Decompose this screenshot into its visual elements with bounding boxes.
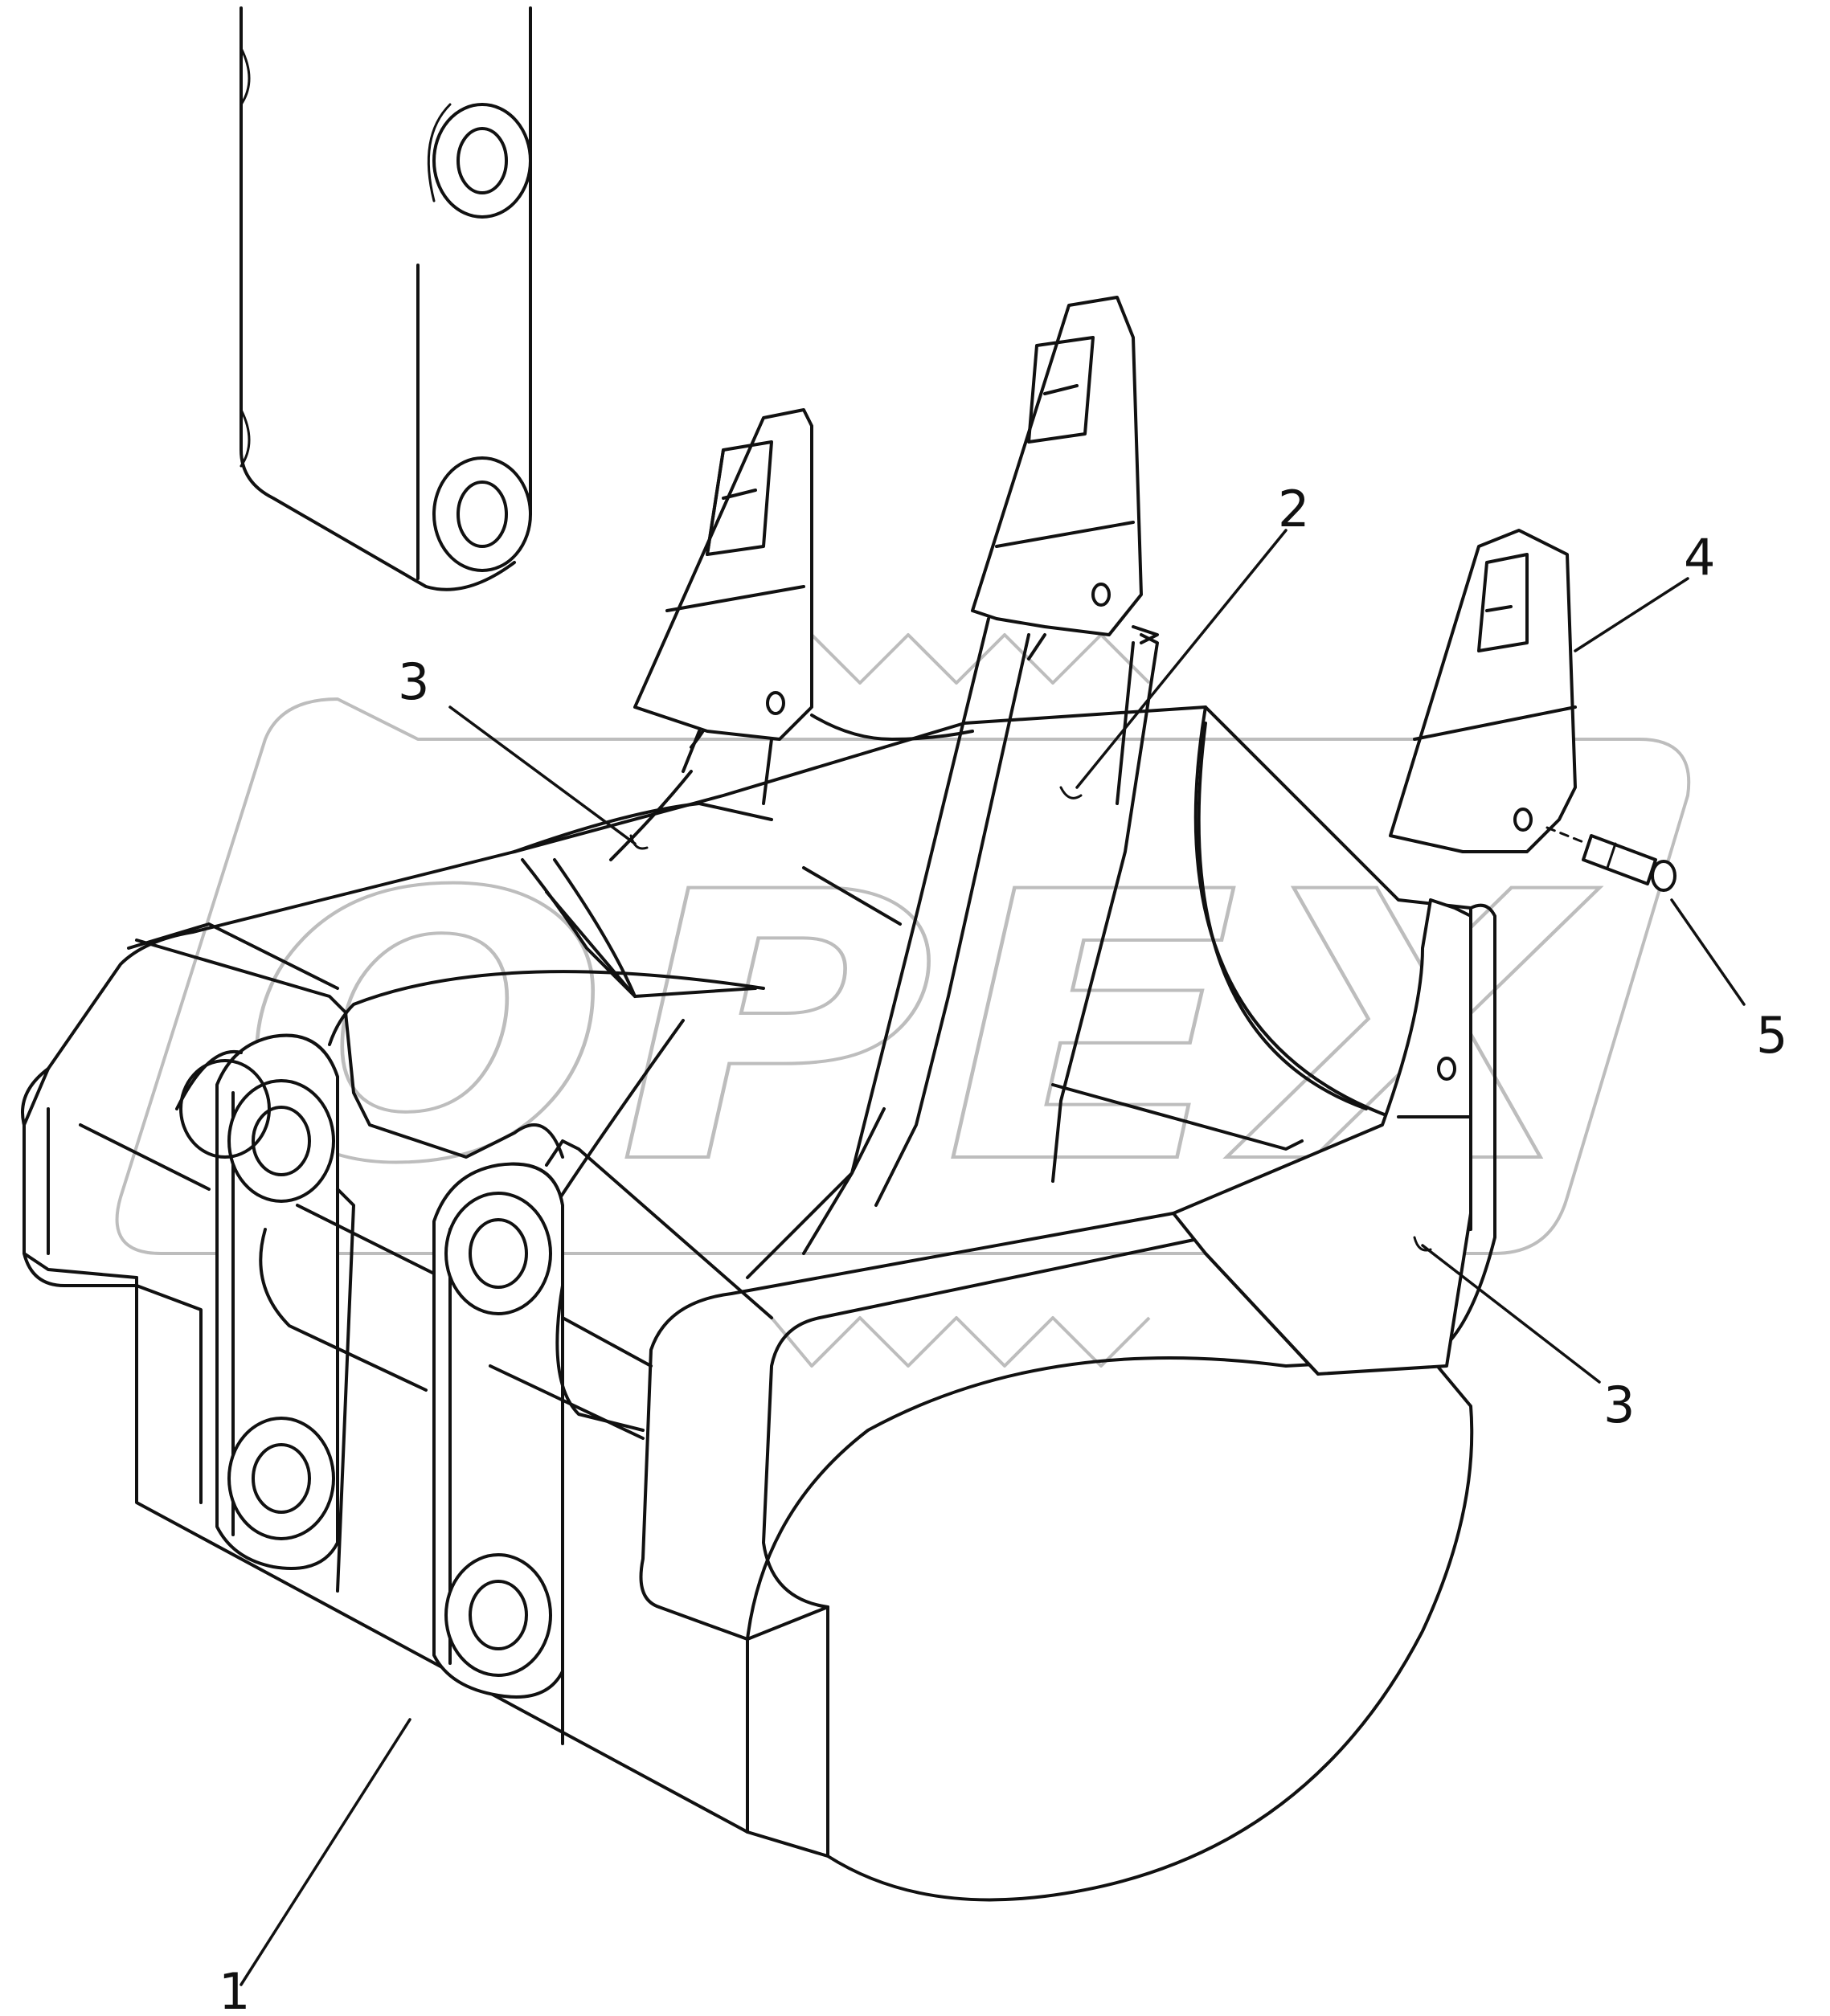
callout-3b: 3 <box>1603 1376 1635 1434</box>
leader-2 <box>1075 529 1288 789</box>
leader-3a <box>448 705 637 845</box>
bucket <box>21 697 1496 1902</box>
callout-4: 4 <box>1684 528 1715 587</box>
callout-2: 2 <box>1278 480 1309 538</box>
callout-1: 1 <box>219 1962 250 2016</box>
bucket-brackets <box>23 922 773 1745</box>
leader-1 <box>239 1718 411 1986</box>
arm-link <box>239 6 532 591</box>
leader-3b <box>1421 1244 1601 1384</box>
leader-4 <box>1574 577 1689 652</box>
callout-5: 5 <box>1756 1006 1787 1065</box>
callout-3a: 3 <box>398 652 429 711</box>
leader-5 <box>1670 898 1746 1006</box>
callouts: 1 2 3 3 4 5 <box>219 480 1787 2016</box>
bucket-teeth <box>609 296 1676 1376</box>
leader-lines <box>239 529 1746 1986</box>
